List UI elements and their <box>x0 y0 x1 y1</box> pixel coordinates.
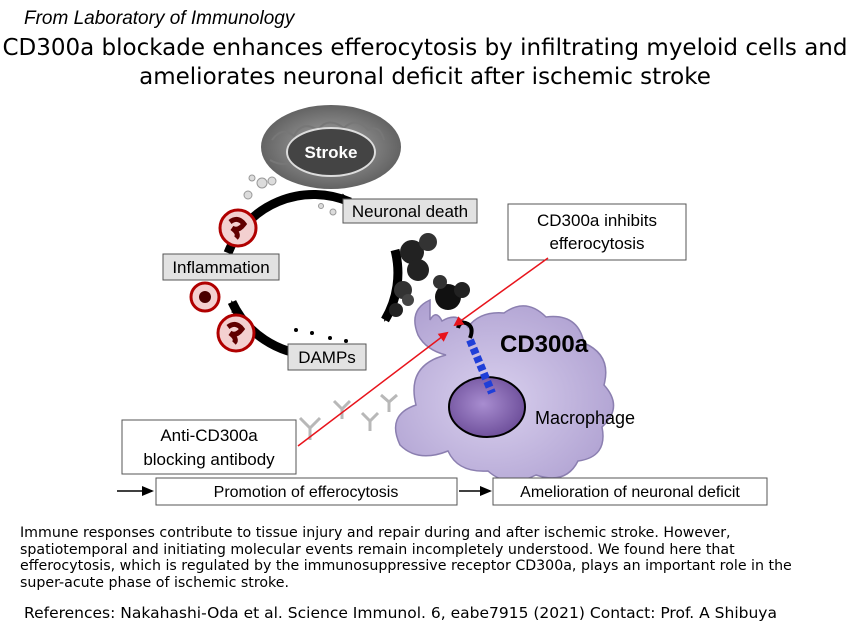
title-line-2: ameliorates neuronal deficit after ische… <box>139 64 711 90</box>
title-line-1: CD300a blockade enhances efferocytosis b… <box>2 35 848 61</box>
lab-name: From Laboratory of Immunology <box>24 8 295 29</box>
brain-icon <box>261 105 401 189</box>
block-arrow <box>297 331 449 447</box>
antibody-line-2: blocking antibody <box>143 450 275 469</box>
abstract-text: Immune responses contribute to tissue in… <box>20 525 820 591</box>
damps-box: DAMPs <box>287 343 367 371</box>
macrophage-label: Macrophage <box>535 408 635 428</box>
macrophage-cell <box>394 298 615 482</box>
debris-particles <box>243 174 337 216</box>
cd300a-label: CD300a <box>500 331 589 358</box>
inflammation-label: Inflammation <box>172 258 269 277</box>
neuronal-death-label: Neuronal death <box>352 202 468 221</box>
antibody-callout: Anti-CD300a blocking antibody <box>121 419 297 475</box>
neutrophil-icon <box>189 208 258 353</box>
abstract-line-1: Immune responses contribute to tissue in… <box>20 525 731 541</box>
inhibits-line-1: CD300a inhibits <box>537 211 657 230</box>
inflammation-box: Inflammation <box>162 253 280 281</box>
inhibit-arrow <box>453 257 549 327</box>
dying-neurons <box>294 233 470 343</box>
stroke-label: Stroke <box>305 143 358 162</box>
antibody-icons <box>298 393 398 440</box>
reference-citation: References: Nakahashi-Oda et al. Science… <box>24 604 585 622</box>
promotion-label: Promotion of efferocytosis <box>214 484 399 501</box>
abstract-line-2: spatiotemporal and initiating molecular … <box>20 541 735 558</box>
antibody-line-1: Anti-CD300a <box>160 426 258 445</box>
page-title: CD300a blockade enhances efferocytosis b… <box>0 34 850 92</box>
amelioration-label: Amelioration of neuronal deficit <box>520 484 740 501</box>
damps-label: DAMPs <box>298 348 356 367</box>
abstract-line-3: efferocytosis, which is regulated by the… <box>20 558 792 575</box>
inhibits-callout: CD300a inhibits efferocytosis <box>507 203 687 261</box>
inhibits-line-2: efferocytosis <box>549 234 644 253</box>
references: References: Nakahashi-Oda et al. Science… <box>24 604 782 622</box>
abstract-line-4: super-acute phase of ischemic stroke. <box>20 574 289 591</box>
neuronal-death-box: Neuronal death <box>342 198 478 224</box>
efferocytosis-diagram: Stroke Neuronal death Inflammation <box>117 105 768 506</box>
contact-info: Contact: Prof. A Shibuya <box>589 604 777 622</box>
outcome-flow: Promotion of efferocytosis Amelioration … <box>117 477 768 506</box>
